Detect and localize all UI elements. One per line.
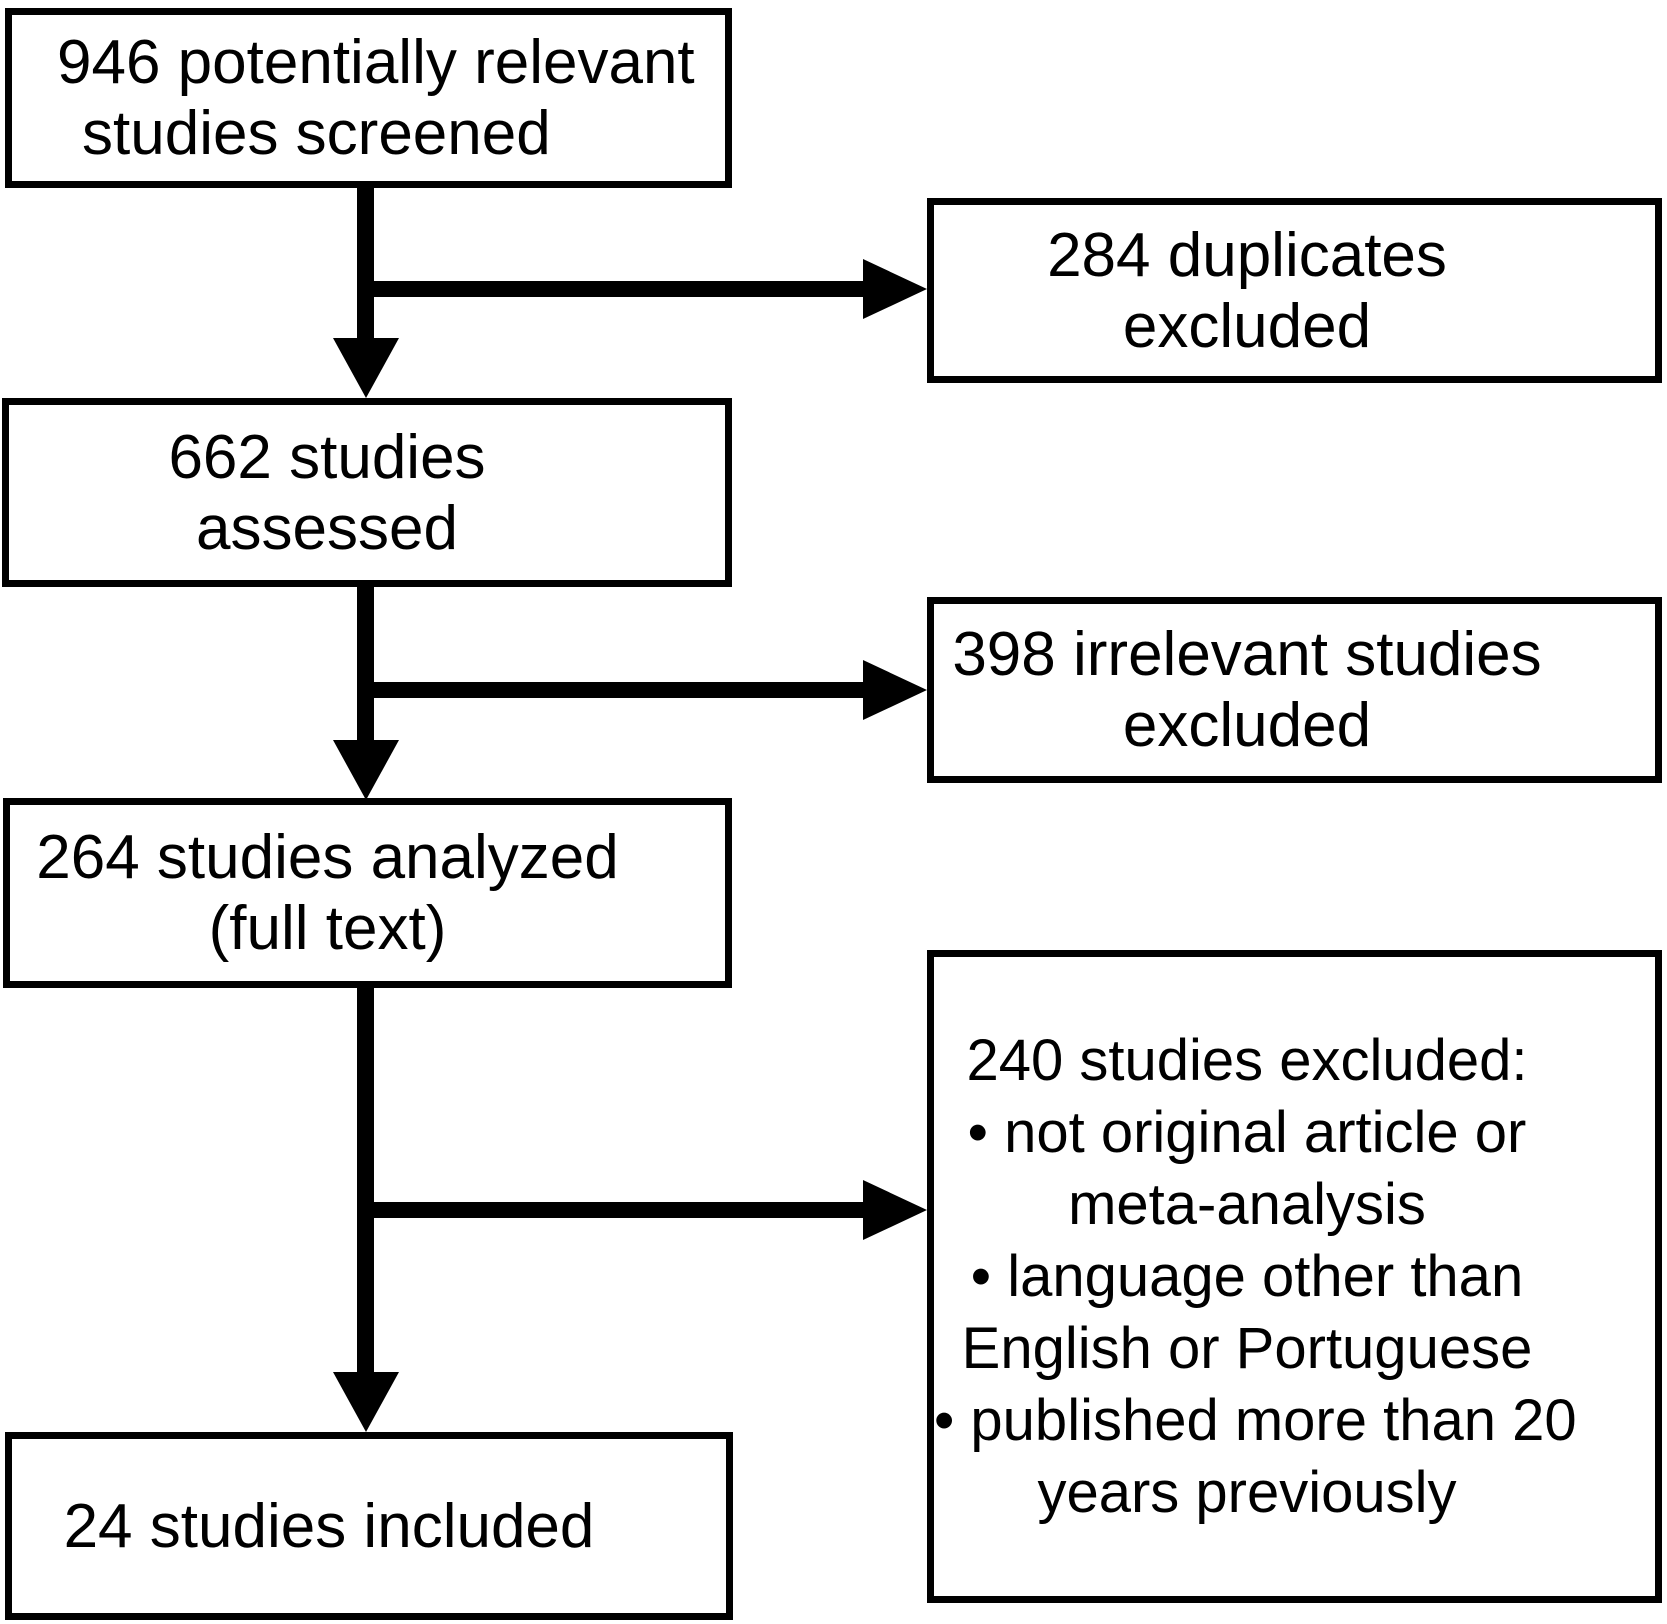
arrow-branch-to-excluded-line [365, 1202, 865, 1218]
bullet-text-line: • language other than [970, 1243, 1524, 1309]
bullet-text-line: • published more than 20 [934, 1387, 1577, 1453]
arrow-down-head-icon [333, 338, 399, 398]
arrow-analyzed-to-included-line [357, 985, 374, 1372]
node-text-line: (full text) [208, 894, 447, 963]
arrow-down-head-icon [333, 740, 399, 800]
bullet-text-line: • not original article or [967, 1099, 1527, 1165]
arrow-right-head-icon [863, 259, 927, 319]
node-text-line: meta-analysis [1068, 1171, 1426, 1237]
node-text-line: 240 studies excluded: [966, 1027, 1528, 1093]
arrow-branch-to-irrelevant-line [365, 682, 865, 698]
node-studies-screened: 946 potentially relevant studies screene… [5, 8, 732, 188]
node-studies-analyzed-full-text: 264 studies analyzed (full text) [3, 798, 732, 988]
node-studies-included: 24 studies included [5, 1432, 733, 1620]
arrow-right-head-icon [863, 660, 927, 720]
node-full-text-studies-excluded: 240 studies excluded: • not original art… [927, 950, 1662, 1603]
arrow-branch-to-duplicates-line [365, 281, 865, 297]
node-text-line: excluded [1122, 291, 1372, 361]
node-text-line: 946 potentially relevant [57, 28, 695, 97]
node-text-line: excluded [1122, 691, 1372, 760]
node-text-line: studies screened [82, 99, 551, 168]
arrow-screened-to-assessed-line [357, 186, 374, 338]
node-irrelevant-studies-excluded: 398 irrelevant studies excluded [927, 597, 1662, 783]
node-duplicates-excluded: 284 duplicates excluded [927, 198, 1662, 383]
arrow-right-head-icon [863, 1180, 927, 1240]
node-text-line: years previously [1037, 1459, 1457, 1525]
node-studies-assessed: 662 studies assessed [2, 398, 732, 587]
arrow-down-head-icon [333, 1372, 399, 1432]
node-text-line: 24 studies included [63, 1491, 595, 1561]
node-text-line: 398 irrelevant studies [952, 620, 1542, 689]
node-text-line: English or Portuguese [961, 1315, 1533, 1381]
node-text-line: 662 studies [168, 422, 486, 492]
node-text-line: 284 duplicates [1047, 220, 1447, 290]
node-text-line: assessed [196, 493, 458, 563]
node-text-line: 264 studies analyzed [36, 823, 619, 892]
arrow-assessed-to-analyzed-line [357, 585, 374, 740]
